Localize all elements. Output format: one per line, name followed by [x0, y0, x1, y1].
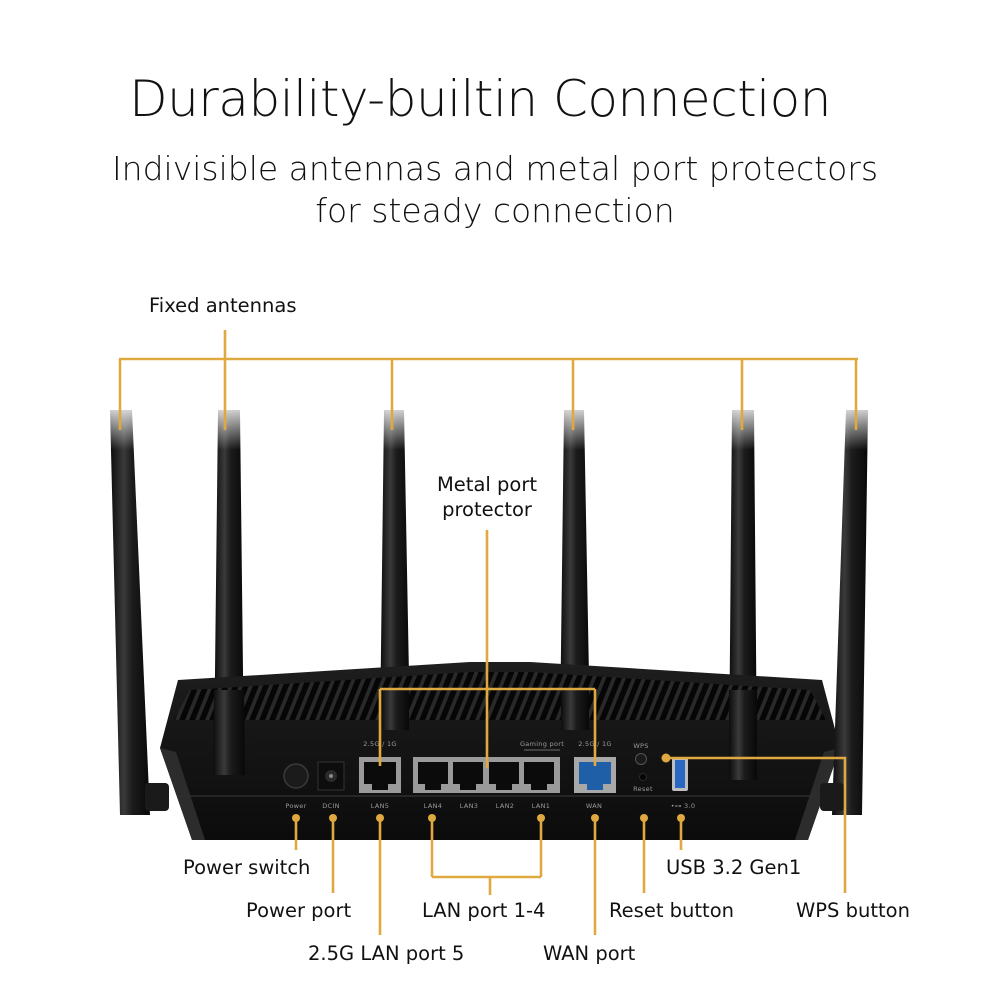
wps-button[interactable] [635, 753, 647, 765]
label-reset: Reset button [609, 899, 734, 922]
silk-gaming-port: Gaming port [520, 740, 564, 748]
antenna-outer-left [110, 410, 169, 815]
label-lan1-4: LAN port 1-4 [422, 899, 546, 922]
lan1-port[interactable] [524, 762, 554, 790]
lan1-4-bracket [430, 818, 543, 895]
label-metal-port-protector-line2: protector [442, 498, 532, 521]
callout-dots [292, 753, 685, 822]
lan4-port[interactable] [418, 762, 448, 790]
silk-wps: WPS [633, 742, 648, 750]
silk-power: Power [285, 802, 306, 810]
antenna-front-stubs [213, 690, 757, 780]
label-wps: WPS button [796, 899, 910, 922]
silk-lan1: LAN1 [532, 802, 550, 810]
silk-usb: •⊶ 3.0 [671, 802, 696, 810]
label-usb: USB 3.2 Gen1 [666, 856, 802, 879]
antenna-back-center-left [380, 410, 410, 730]
page-title: Durability-builtin Connection [129, 70, 831, 128]
reset-button[interactable] [639, 773, 647, 781]
dc-in-port[interactable] [317, 761, 345, 791]
silk-lan5: LAN5 [371, 802, 389, 810]
subtitle-line-2: for steady connection [315, 191, 675, 230]
silk-dcin: DCIN [322, 802, 340, 810]
label-lan5: 2.5G LAN port 5 [308, 942, 465, 965]
metal-protector-bracket [378, 530, 597, 768]
wps-line [666, 756, 847, 893]
silk-lan4: LAN4 [424, 802, 442, 810]
lan3-port[interactable] [453, 762, 483, 790]
label-power-port: Power port [246, 899, 352, 922]
label-fixed-antennas: Fixed antennas [149, 294, 297, 317]
silk-lan3: LAN3 [460, 802, 478, 810]
antenna-bracket [118, 330, 858, 430]
usb-port[interactable] [672, 757, 688, 791]
subtitle-line-1: Indivisible antennas and metal port prot… [111, 149, 879, 188]
silk-lan2: LAN2 [496, 802, 514, 810]
label-metal-port-protector: Metal port protector [420, 472, 554, 522]
label-wan: WAN port [543, 942, 636, 965]
router-body [160, 662, 840, 840]
power-switch[interactable] [283, 763, 309, 789]
antenna-back-center-right [560, 410, 590, 730]
silk-reset: Reset [633, 785, 653, 793]
page-subtitle: Indivisible antennas and metal port prot… [0, 148, 990, 232]
antenna-outer-right [820, 410, 868, 815]
lan2-port[interactable] [489, 762, 519, 790]
label-metal-port-protector-line1: Metal port [436, 473, 537, 496]
callout-lines [118, 330, 858, 935]
label-power-switch: Power switch [183, 856, 311, 879]
silk-wan: WAN [586, 802, 602, 810]
